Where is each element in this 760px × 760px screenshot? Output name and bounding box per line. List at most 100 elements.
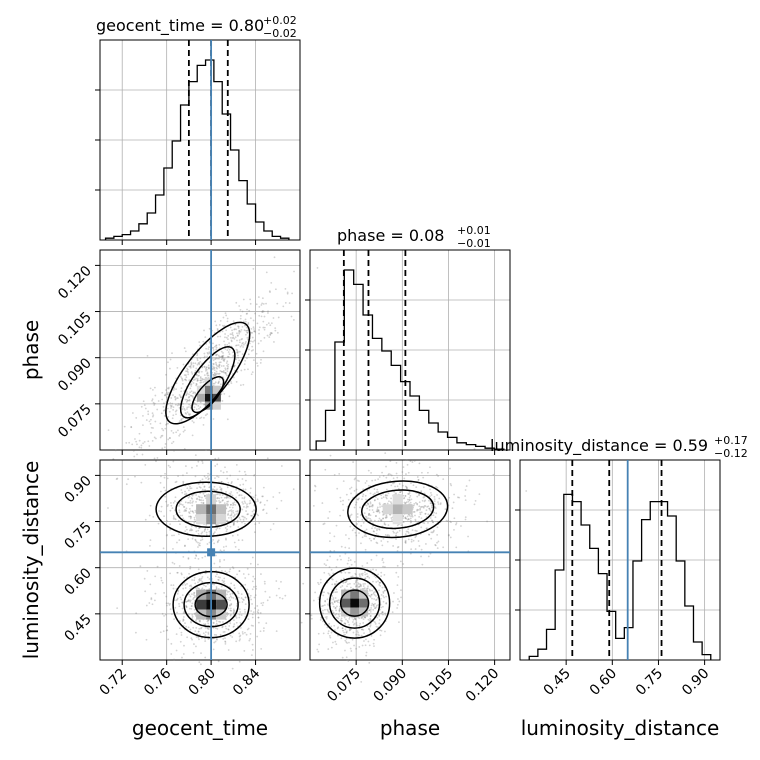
sample-point xyxy=(178,605,181,608)
sample-point xyxy=(133,455,136,458)
sample-point xyxy=(193,592,195,595)
sample-point xyxy=(180,631,183,634)
sample-point xyxy=(218,324,221,326)
sample-point xyxy=(184,465,187,467)
sample-point xyxy=(241,342,244,345)
sample-point xyxy=(151,603,154,606)
sample-point xyxy=(218,565,221,568)
sample-point xyxy=(435,512,438,515)
sample-point xyxy=(379,585,382,587)
sample-point xyxy=(327,604,330,607)
sample-point xyxy=(366,572,368,575)
sample-point xyxy=(268,596,271,599)
sample-point xyxy=(373,638,376,641)
contour-upper-inner xyxy=(361,489,435,530)
sample-point xyxy=(407,531,410,534)
sample-point xyxy=(154,575,157,578)
sample-point xyxy=(404,517,407,519)
sample-point xyxy=(240,614,243,617)
sample-point xyxy=(220,480,223,483)
sample-point xyxy=(208,578,211,580)
sample-point xyxy=(339,607,342,610)
sample-point xyxy=(188,399,191,402)
sample-point xyxy=(367,575,369,578)
sample-point xyxy=(185,528,188,531)
sample-point xyxy=(202,492,205,495)
sample-point xyxy=(190,371,193,374)
sample-point xyxy=(350,486,353,489)
sample-point xyxy=(233,365,236,368)
sample-point xyxy=(249,637,252,640)
sample-point xyxy=(231,534,234,537)
sample-point xyxy=(414,520,417,522)
sample-point xyxy=(388,534,391,537)
sample-point xyxy=(242,342,245,344)
sample-point xyxy=(242,320,245,323)
sample-point xyxy=(189,394,192,397)
sample-point xyxy=(375,598,378,601)
sample-point xyxy=(167,422,169,425)
sample-point xyxy=(220,365,223,367)
sample-point xyxy=(323,522,326,525)
sample-point xyxy=(258,332,260,335)
sample-point xyxy=(144,463,147,466)
sample-point xyxy=(237,548,240,551)
sample-point xyxy=(358,585,361,588)
density-cell xyxy=(350,607,360,617)
sample-point xyxy=(213,641,216,644)
sample-point xyxy=(247,338,249,341)
sample-point xyxy=(214,320,217,323)
density-cell xyxy=(212,385,221,394)
sample-point xyxy=(468,479,471,482)
sample-point xyxy=(392,600,394,603)
sample-point xyxy=(344,622,347,625)
sample-point xyxy=(152,427,154,429)
sample-point xyxy=(201,366,204,369)
sample-point xyxy=(252,267,255,270)
sample-point xyxy=(415,530,418,532)
sample-point xyxy=(410,482,412,485)
sample-point xyxy=(160,576,163,579)
sample-point xyxy=(386,494,389,497)
sample-point xyxy=(172,388,175,391)
sample-point xyxy=(235,496,238,499)
sample-point xyxy=(241,501,244,504)
sample-point xyxy=(180,377,183,380)
sample-point xyxy=(197,374,199,377)
sample-point xyxy=(381,611,384,614)
sample-point xyxy=(368,514,370,516)
sample-point xyxy=(244,342,247,345)
sample-point xyxy=(230,482,233,485)
sample-point xyxy=(373,499,376,502)
sample-point xyxy=(216,497,219,500)
sample-point xyxy=(217,476,220,478)
sample-point xyxy=(156,457,159,459)
density-cell xyxy=(350,598,360,608)
sample-point xyxy=(348,616,351,619)
sample-point xyxy=(424,505,427,507)
sample-point xyxy=(375,496,377,498)
sample-point xyxy=(430,494,433,496)
sample-point xyxy=(201,478,204,481)
sample-point xyxy=(230,382,233,385)
sample-point xyxy=(369,589,371,592)
sample-point xyxy=(205,631,207,634)
sample-point xyxy=(252,319,255,322)
sample-point xyxy=(266,599,269,602)
sample-point xyxy=(197,405,200,407)
sample-point xyxy=(218,355,221,358)
sample-point xyxy=(190,383,193,386)
sample-point xyxy=(344,552,347,555)
sample-point xyxy=(226,572,228,574)
sample-point xyxy=(148,602,151,604)
sample-point xyxy=(418,515,421,518)
sample-point xyxy=(189,567,192,570)
sample-point xyxy=(220,496,223,499)
sample-point xyxy=(192,421,195,424)
sample-point xyxy=(344,649,346,652)
sample-point xyxy=(410,515,412,518)
sample-point xyxy=(140,405,143,408)
sample-point xyxy=(240,338,243,341)
contour-outer xyxy=(165,321,251,425)
sample-point xyxy=(187,557,190,559)
